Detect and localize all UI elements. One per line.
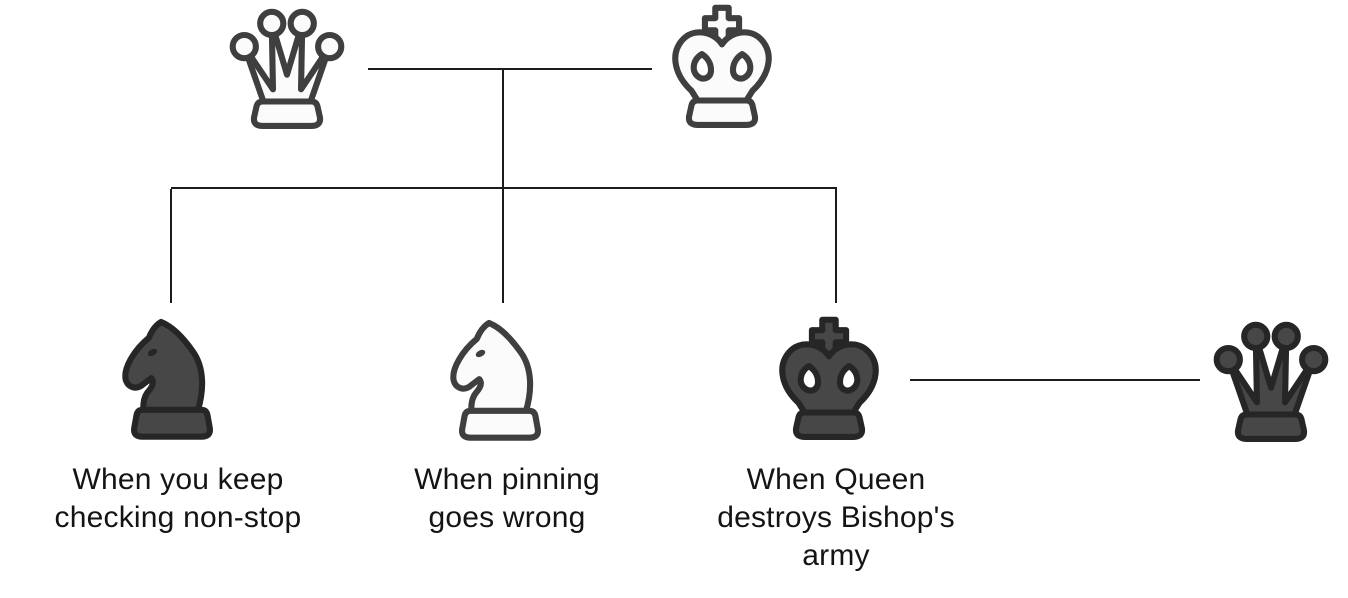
caption-white-knight: When pinning goes wrong <box>414 463 600 534</box>
black-knight-icon <box>111 317 233 449</box>
black-queen-icon <box>1210 318 1332 450</box>
caption-black-knight: When you keep checking non-stop <box>54 463 302 534</box>
parents-marriage-line <box>368 68 652 70</box>
child-drop-line-left <box>170 189 172 303</box>
stem-line <box>502 70 504 188</box>
couple-marriage-line <box>910 379 1200 381</box>
caption-black-king: When Queen destroys Bishop's army <box>717 463 955 572</box>
white-king-icon <box>661 4 783 136</box>
black-king-icon <box>768 316 890 448</box>
children-bar-line <box>171 187 837 189</box>
white-knight-icon <box>439 318 561 450</box>
white-queen-icon <box>226 5 348 137</box>
child-drop-line-middle <box>502 189 504 303</box>
child-drop-line-right <box>835 189 837 303</box>
